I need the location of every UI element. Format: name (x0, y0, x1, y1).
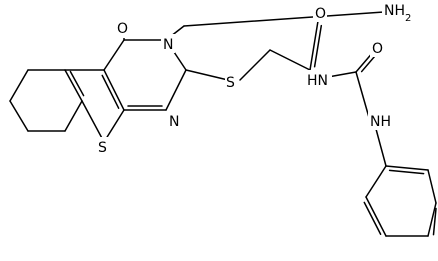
imide-nh-label: HN (307, 73, 328, 89)
bond-27 (365, 196, 387, 237)
bond-1 (64, 69, 83, 102)
bond-20 (269, 49, 311, 71)
bond-24 (355, 71, 371, 122)
nh2-bg (382, 0, 424, 20)
thioether-sulfur-label: S (226, 75, 235, 91)
bond-13 (165, 69, 187, 111)
bond-2 (64, 100, 83, 132)
amide-oxygen-label: O (315, 6, 326, 22)
n3-bg (161, 34, 175, 53)
linker-sulfur-bg (225, 72, 238, 91)
bond-8 (103, 109, 125, 143)
n1-bg (167, 111, 181, 130)
ring-sulfur-bg (97, 137, 110, 156)
bond-31 (385, 165, 429, 171)
bond-26 (365, 165, 387, 198)
double-bond-0 (69, 70, 85, 97)
double-bond-7 (388, 169, 425, 175)
ring-nitrogen-n1-label: N (169, 114, 179, 130)
urea-oxygen-bg (370, 38, 384, 57)
bond-18 (185, 69, 229, 81)
ring-nitrogen-n3-label: N (163, 37, 173, 53)
ring-oxo-bg (115, 19, 129, 38)
bond-22 (327, 71, 357, 78)
bond-layer (9, 11, 437, 237)
atom-label-layer: NH2 O N N S S O HN O NH (97, 0, 424, 156)
ring-carbonyl-oxygen-label: O (117, 21, 128, 37)
benzyl-nh-label: NH (370, 114, 391, 130)
benzyl-nh-bg (368, 111, 396, 130)
bond-19 (239, 49, 271, 81)
bond-17 (183, 11, 385, 27)
bond-29 (427, 202, 437, 237)
bond-10 (103, 39, 125, 71)
amino-group-label: NH2 (384, 3, 411, 24)
amide-oxygen-bg (313, 3, 327, 22)
bond-4 (9, 100, 29, 132)
urea-oxygen-label: O (372, 41, 383, 57)
bond-9 (81, 100, 105, 143)
double-bond-6 (432, 207, 437, 236)
bond-21 (309, 20, 319, 71)
imide-nh-bg (305, 70, 332, 89)
double-bond-3 (313, 24, 323, 68)
double-bond-1 (101, 74, 120, 109)
bond-25 (375, 128, 387, 167)
bond-5 (9, 69, 29, 102)
thiophene-sulfur-label: S (98, 140, 107, 156)
bond-30 (427, 169, 437, 204)
double-bond-4 (360, 55, 376, 73)
bond-7 (103, 69, 125, 111)
double-bond-5 (363, 201, 382, 236)
